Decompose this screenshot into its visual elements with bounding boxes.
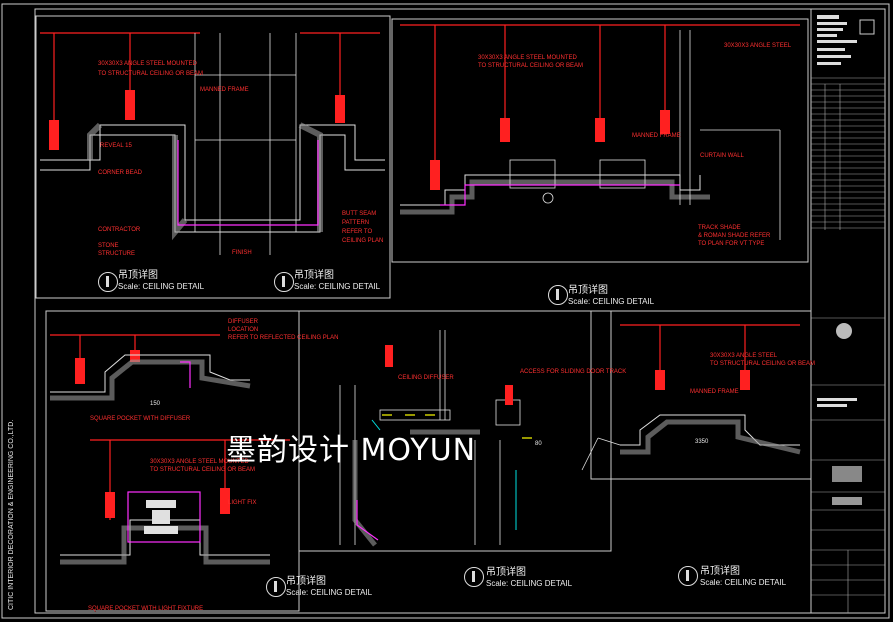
annotation: TO STRUCTURAL CEILING OR BEAM (478, 63, 584, 69)
annotation: CURTAIN WALL (700, 153, 744, 159)
annotation: SQUARE POCKET WITH LIGHT FIXTURE (88, 606, 204, 612)
annotation: & ROMAN SHADE REFER (698, 233, 771, 239)
detail-marker-icon (266, 577, 286, 597)
annotation: SQUARE POCKET WITH DIFFUSER (90, 416, 191, 422)
annotation: FINISH (232, 250, 252, 256)
detail-caption: 吊顶详图 Scale: CEILING DETAIL (700, 566, 787, 587)
annotation: 30X30X3 ANGLE STEEL MOUNTED (478, 55, 577, 61)
annotation: MANNED FRAME (690, 389, 739, 395)
detail-marker-icon (548, 285, 568, 305)
annotation: LOCATION (228, 327, 259, 333)
dimension: 3350 (695, 439, 709, 445)
detail-caption: 吊顶详图 Scale: CEILING DETAIL (486, 567, 573, 588)
annotation: TRACK SHADE (698, 225, 741, 231)
annotation: 30X30X3 ANGLE STEEL (710, 353, 778, 359)
annotation: TO PLAN FOR VT TYPE (698, 241, 765, 247)
detail-caption: 吊顶详图 Scale: CEILING DETAIL (568, 285, 655, 306)
annotation: PATTERN (342, 220, 370, 226)
annotation: TO STRUCTURAL CEILING OR BEAM (150, 467, 256, 473)
annotation: STONE (98, 243, 119, 249)
detail-marker-icon (678, 566, 698, 586)
detail-marker-icon (98, 272, 118, 292)
annotation: 30X30X3 ANGLE STEEL MOUNTED (150, 459, 249, 465)
watermark: 墨韵设计 MOYUN (226, 433, 477, 468)
annotation: 30X30X3 ANGLE STEEL (724, 43, 792, 49)
annotation: CEILING DIFFUSER (398, 375, 454, 381)
annotation: ACCESS FOR SLIDING DOOR TRACK (520, 369, 627, 375)
annotation: CEILING PLAN (342, 238, 384, 244)
annotation: REVEAL 15 (100, 143, 132, 149)
detail-caption: 吊顶详图 Scale: CEILING DETAIL (118, 270, 205, 291)
annotation: REFER TO (342, 229, 373, 235)
annotation: BUTT SEAM (342, 211, 377, 217)
dimension: 150 (150, 401, 161, 407)
detail-caption: 吊顶详图 Scale: CEILING DETAIL (294, 270, 381, 291)
annotation: 30X30X3 ANGLE STEEL MOUNTED (98, 61, 197, 67)
detail-marker-icon (464, 567, 484, 587)
annotation: TO STRUCTURAL CEILING OR BEAM (98, 71, 204, 77)
annotation: STRUCTURE (98, 251, 135, 257)
annotation: LIGHT FIX (228, 500, 257, 506)
annotation: DIFFUSER (228, 319, 258, 325)
company-logo-icon (836, 323, 852, 339)
annotation: REFER TO REFLECTED CEILING PLAN (228, 335, 339, 341)
annotation: CORNER BEAD (98, 170, 143, 176)
detail-caption: 吊顶详图 Scale: CEILING DETAIL (286, 576, 373, 597)
annotation: MANNED FRAME (632, 133, 681, 139)
company-vertical-text: CITIC INTERIOR DECORATION & ENGINEERING … (8, 419, 15, 610)
detail-marker-icon (274, 272, 294, 292)
annotation: CONTRACTOR (98, 227, 141, 233)
annotation: MANNED FRAME (200, 87, 249, 93)
dimension: 80 (535, 441, 542, 447)
annotation: TO STRUCTURAL CEILING OR BEAM (710, 361, 816, 367)
